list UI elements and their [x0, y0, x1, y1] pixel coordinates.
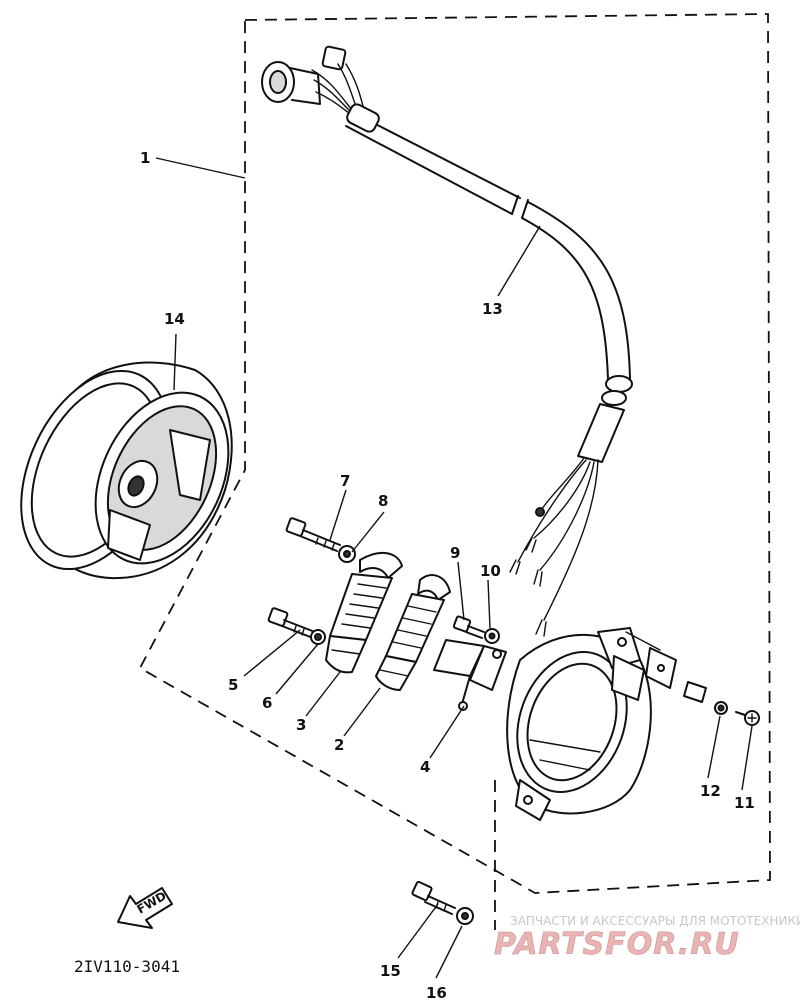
callout-6: 6 — [262, 694, 272, 712]
callout-10: 10 — [480, 562, 501, 580]
callout-8: 8 — [378, 492, 388, 510]
callout-4: 4 — [420, 758, 430, 776]
watermark-brand: PARTSFOR.RU — [494, 927, 740, 962]
callout-13: 13 — [482, 300, 503, 318]
callout-12: 12 — [700, 782, 721, 800]
callout-14: 14 — [164, 310, 185, 328]
callout-2: 2 — [334, 736, 344, 754]
washer-8 — [338, 545, 356, 563]
callout-3: 3 — [296, 716, 306, 734]
callout-5: 5 — [228, 676, 238, 694]
screw-9 — [452, 615, 485, 639]
flywheel-rotor — [20, 361, 233, 580]
harness-connector — [261, 45, 365, 119]
washer-6 — [310, 629, 326, 645]
assembly-boundary — [138, 13, 771, 894]
source-coil-3 — [325, 551, 403, 674]
pickup-plate-4 — [433, 639, 507, 711]
callout-9: 9 — [450, 544, 460, 562]
screw-11 — [735, 710, 760, 726]
callout-1: 1 — [140, 149, 150, 167]
screw-5 — [267, 607, 316, 639]
diagram-code: 2IV110-3041 — [74, 957, 180, 976]
watermark-tagline: ЗАПЧАСТИ И АКСЕССУАРЫ ДЛЯ МОТОТЕХНИКИ — [510, 914, 800, 928]
callout-7: 7 — [340, 472, 350, 490]
callout-11: 11 — [734, 794, 755, 812]
stator-base — [506, 627, 677, 821]
fwd-arrow-icon: FWD — [117, 887, 173, 929]
source-coil-2 — [375, 574, 451, 691]
leader-lines — [155, 157, 753, 979]
wire-harness — [261, 45, 633, 637]
bolt-7 — [285, 517, 341, 552]
callout-15: 15 — [380, 962, 401, 980]
washer-16 — [456, 907, 474, 925]
spacer-12 — [683, 681, 728, 715]
washer-10 — [484, 628, 500, 644]
callout-16: 16 — [426, 984, 447, 1002]
